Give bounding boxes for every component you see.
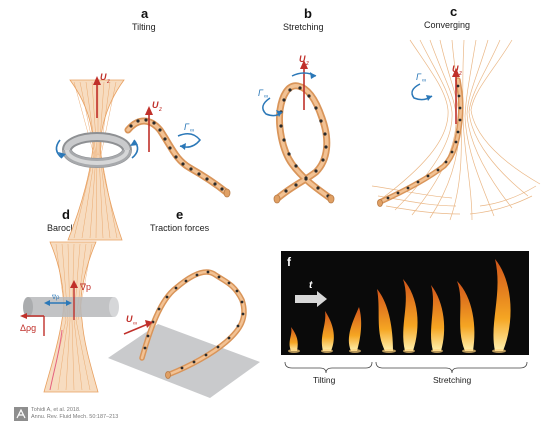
panel-d-gravity-arrowhead bbox=[20, 313, 27, 319]
panel-d-grad-rho-arrowhead-right bbox=[66, 300, 72, 306]
panel-a-tube-uz-subscript: z bbox=[158, 107, 162, 113]
flame-base-5 bbox=[403, 349, 415, 353]
panel-a-tube-uz-label: U bbox=[152, 100, 159, 110]
citation-line-1: Tohidi A, et al. 2018. bbox=[31, 407, 81, 413]
panel-b-top-rotation-arrowhead bbox=[310, 72, 316, 79]
panel-d-grad-p-label: ∇p bbox=[79, 282, 91, 292]
panel-f-time-label: t bbox=[309, 280, 313, 291]
panel-c-gamma-subscript: ∞ bbox=[422, 78, 426, 84]
panel-e-title: Traction forces bbox=[150, 223, 210, 233]
flame-8 bbox=[493, 259, 511, 351]
panel-b-gamma-subscript: ∞ bbox=[264, 94, 268, 100]
panel-a-letter: a bbox=[141, 6, 149, 21]
panel-a-vortex-ring bbox=[62, 132, 132, 168]
panel-b-uz-subscript: z bbox=[305, 61, 309, 67]
panel-b-gamma-arrowhead bbox=[276, 110, 282, 117]
panel-a-title: Tilting bbox=[132, 22, 156, 32]
flame-base-3 bbox=[349, 349, 361, 353]
flame-6 bbox=[431, 285, 445, 351]
panel-e-vortex-tube bbox=[139, 269, 247, 379]
annual-reviews-logo-mark bbox=[16, 408, 26, 419]
panel-d-grad-rho-label: ∇ρ bbox=[51, 294, 60, 301]
flame-5 bbox=[403, 279, 418, 351]
panel-a-gamma-arrow bbox=[177, 133, 201, 148]
flame-7 bbox=[457, 281, 475, 351]
annual-reviews-logo bbox=[14, 407, 28, 421]
panel-a-helical-tube bbox=[124, 117, 231, 198]
panel-a-rotation-arrowhead-right bbox=[130, 140, 138, 146]
flame-base-4 bbox=[382, 349, 396, 353]
panel-c-gamma-arrowhead bbox=[426, 95, 432, 101]
panel-d-letter: d bbox=[62, 207, 70, 222]
panel-b-uz-label: U bbox=[299, 54, 306, 64]
panel-c-uz-arrowhead bbox=[452, 68, 460, 77]
flame-3 bbox=[348, 307, 362, 351]
panel-c-helical-tube bbox=[377, 77, 464, 207]
panel-c-uz-label: U bbox=[452, 64, 459, 74]
panel-f-time-arrowhead bbox=[317, 291, 327, 307]
panel-e-uinf-arrowhead bbox=[145, 320, 153, 328]
panel-e-letter: e bbox=[176, 207, 184, 222]
panel-b-title: Stretching bbox=[283, 22, 324, 32]
panel-c-title: Converging bbox=[424, 20, 471, 30]
flame-base-2 bbox=[321, 349, 333, 353]
citation-line-2: Annu. Rev. Fluid Mech. 50:187–213 bbox=[31, 414, 119, 420]
flame-2 bbox=[321, 311, 334, 351]
panel-f-time-arrow bbox=[295, 295, 317, 303]
panel-c-gamma-arrow bbox=[411, 83, 433, 101]
panel-c-gamma-label: Γ bbox=[416, 72, 422, 82]
panel-a-rotation-arrow-left bbox=[55, 139, 63, 159]
panel-b-letter: b bbox=[304, 6, 312, 21]
panel-a-uz-arrowhead bbox=[93, 76, 101, 85]
stretching-bracket bbox=[375, 361, 528, 374]
panel-e-uinf-label: U bbox=[126, 314, 133, 324]
flame-4 bbox=[377, 289, 393, 351]
flame-1 bbox=[289, 327, 298, 351]
panel-b-vortex-loop bbox=[273, 82, 335, 204]
panel-d-gravity-label: Δρg bbox=[20, 323, 36, 333]
panel-a-uz-subscript: z bbox=[106, 79, 110, 85]
panel-f-flames bbox=[288, 259, 511, 353]
panel-b-gamma-label: Γ bbox=[258, 88, 264, 98]
panel-e-uinf-subscript: ∞ bbox=[133, 321, 137, 327]
flame-base-7 bbox=[462, 349, 476, 353]
panel-c-letter: c bbox=[450, 4, 458, 19]
panel-d-grad-p-arrowhead bbox=[70, 280, 78, 288]
panel-b-uz-arrowhead bbox=[300, 60, 308, 69]
panel-a-tube-uz-arrowhead bbox=[145, 106, 153, 115]
panel-f-photo: f t bbox=[281, 251, 529, 355]
panel-a-rotation-arrowhead-left bbox=[58, 152, 66, 158]
phase-label-stretching: Stretching bbox=[433, 375, 472, 385]
panel-c-uz-subscript: z bbox=[458, 71, 462, 77]
flame-base-8 bbox=[492, 349, 506, 353]
panel-a-gamma-arrowhead bbox=[180, 143, 186, 150]
flame-base-1 bbox=[288, 349, 300, 353]
panel-a-gamma-subscript: ∞ bbox=[190, 128, 194, 134]
panel-a-uz-label: U bbox=[100, 72, 107, 82]
panel-d-grad-rho-arrowhead-left bbox=[44, 300, 50, 306]
tilting-bracket bbox=[284, 361, 373, 374]
panel-f-letter: f bbox=[287, 255, 291, 269]
flame-base-6 bbox=[431, 349, 443, 353]
phase-label-tilting: Tilting bbox=[313, 375, 336, 385]
panel-e-uinf-arrow bbox=[123, 323, 149, 335]
panel-a-gamma-label: Γ bbox=[184, 122, 190, 132]
